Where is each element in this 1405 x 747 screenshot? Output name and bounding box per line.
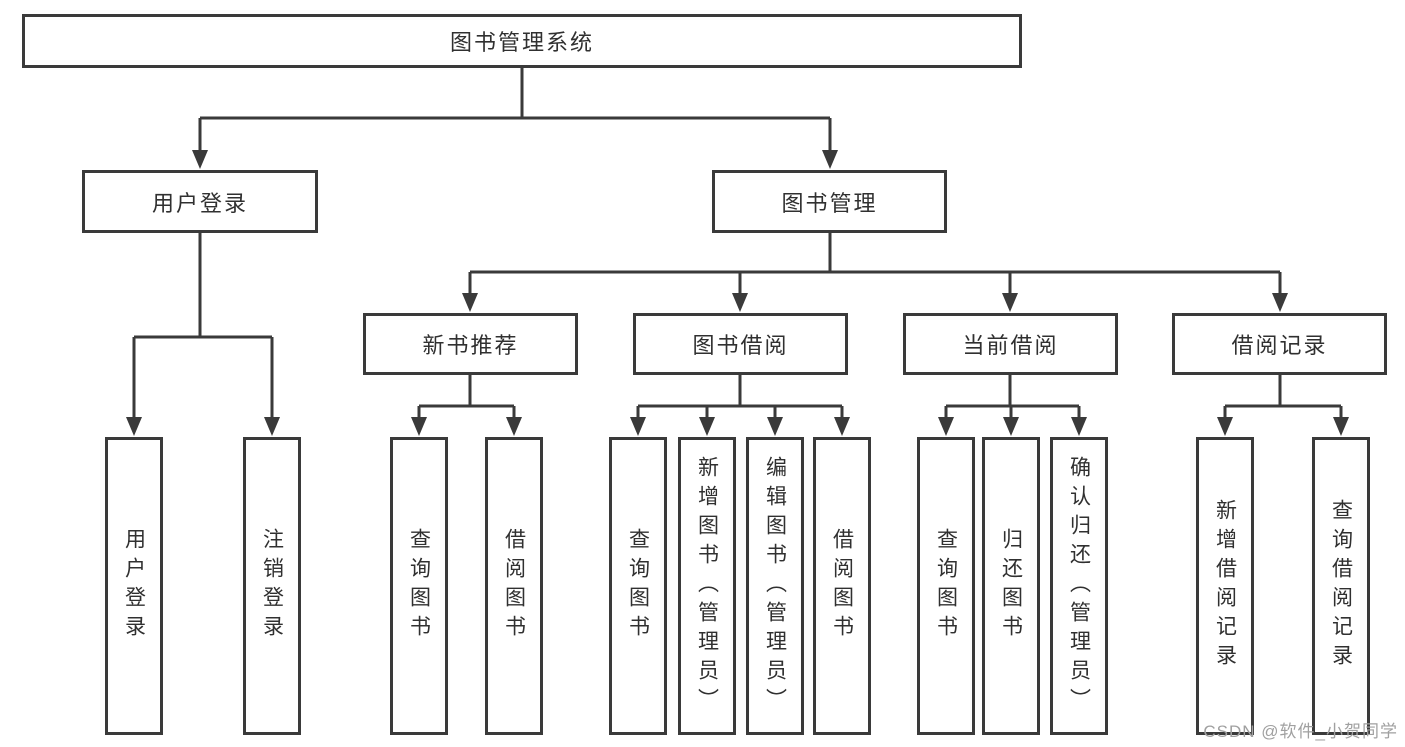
connector-current-borrow-children [938, 375, 1087, 436]
leaf-current-confirm: 确认归还（管理员） [1050, 437, 1108, 735]
leaf-logout-label: 注销登录 [260, 528, 284, 644]
connector-user-login-children [126, 233, 280, 436]
leaf-current-return: 归还图书 [982, 437, 1040, 735]
leaf-current-confirm-label: 确认归还（管理员） [1067, 455, 1091, 717]
leaf-borrow-edit: 编辑图书（管理员） [746, 437, 804, 735]
leaf-borrow-query: 查询图书 [609, 437, 667, 735]
leaf-new-book-borrow: 借阅图书 [485, 437, 543, 735]
node-user-login-label: 用户登录 [151, 190, 248, 216]
csdn-watermark: CSDN @软件_小贺同学 [1203, 722, 1398, 741]
leaf-new-book-query-label: 查询图书 [407, 528, 431, 644]
node-library-system: 图书管理系统 [22, 14, 1022, 68]
node-current-borrow-label: 当前借阅 [962, 333, 1059, 358]
leaf-logout: 注销登录 [243, 437, 301, 735]
node-new-book-recommend: 新书推荐 [363, 313, 578, 375]
leaf-borrow-add-label: 新增图书（管理员） [695, 455, 719, 717]
node-book-borrow-label: 图书借阅 [692, 333, 789, 358]
node-borrow-record-label: 借阅记录 [1231, 333, 1328, 358]
node-new-book-recommend-label: 新书推荐 [422, 333, 519, 358]
leaf-borrow-edit-label: 编辑图书（管理员） [763, 455, 787, 717]
node-book-management: 图书管理 [712, 170, 947, 233]
leaf-borrow-query-label: 查询图书 [626, 528, 650, 644]
leaf-user-login-label: 用户登录 [122, 528, 146, 644]
connector-book-borrow-children [630, 375, 850, 436]
connector-root-to-level2 [192, 68, 838, 169]
connector-new-book-children [411, 375, 522, 436]
node-library-system-label: 图书管理系统 [449, 30, 594, 55]
leaf-record-query: 查询借阅记录 [1312, 437, 1370, 735]
leaf-current-query-label: 查询图书 [934, 528, 958, 644]
leaf-user-login: 用户登录 [105, 437, 163, 735]
node-current-borrow: 当前借阅 [903, 313, 1118, 375]
leaf-new-book-borrow-label: 借阅图书 [502, 528, 526, 644]
leaf-new-book-query: 查询图书 [390, 437, 448, 735]
node-book-management-label: 图书管理 [781, 190, 878, 216]
node-borrow-record: 借阅记录 [1172, 313, 1387, 375]
leaf-current-query: 查询图书 [917, 437, 975, 735]
connector-borrow-record-children [1217, 375, 1349, 436]
node-user-login: 用户登录 [82, 170, 318, 233]
leaf-current-return-label: 归还图书 [999, 528, 1023, 644]
leaf-record-add-label: 新增借阅记录 [1213, 499, 1237, 673]
leaf-borrow-borrow-label: 借阅图书 [830, 528, 854, 644]
leaf-borrow-borrow: 借阅图书 [813, 437, 871, 735]
leaf-record-add: 新增借阅记录 [1196, 437, 1254, 735]
leaf-record-query-label: 查询借阅记录 [1329, 499, 1353, 673]
leaf-borrow-add: 新增图书（管理员） [678, 437, 736, 735]
connector-book-management-children [462, 233, 1288, 312]
node-book-borrow: 图书借阅 [633, 313, 848, 375]
